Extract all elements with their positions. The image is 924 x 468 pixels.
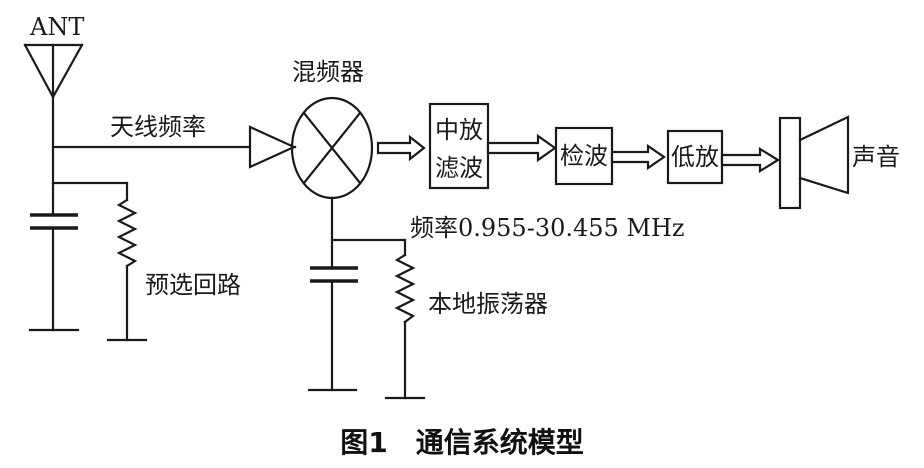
if-amp-filter-box [428,102,490,190]
mixer-icon [290,96,374,200]
lo-inductor-icon [394,253,416,324]
preselection-label: 预选回路 [145,271,241,299]
lo-frequency-label: 频率0.955-30.455 MHz [410,214,685,242]
lf-amp-label: 低放 [671,143,719,171]
antenna-icon [23,43,84,217]
inductor-icon [116,198,138,268]
arrow-detector-to-lf-icon [610,143,666,171]
arrow-lf-to-speaker-icon [720,147,781,173]
detector-label: 检波 [560,142,608,170]
arrow-mixer-to-if-icon [376,134,426,162]
local-oscillator-label: 本地振荡器 [428,290,548,318]
mixer-label: 混频器 [292,58,364,86]
if-filter-label: 滤波 [435,154,483,182]
figure-caption: 图1 通信系统模型 [340,426,583,459]
detector-box [554,126,614,186]
antenna-label: ANT [29,13,84,41]
arrow-if-to-detector-icon [486,133,557,163]
local-oscillator-circuit [307,196,426,400]
speaker-icon [778,115,850,210]
lf-amp-box [666,129,724,185]
if-amp-label: 中放 [435,116,483,144]
preselection-circuit [28,181,148,342]
speaker-label: 声音 [852,143,900,171]
rf-arrow-icon [248,125,297,169]
antenna-frequency-label: 天线频率 [110,113,206,141]
